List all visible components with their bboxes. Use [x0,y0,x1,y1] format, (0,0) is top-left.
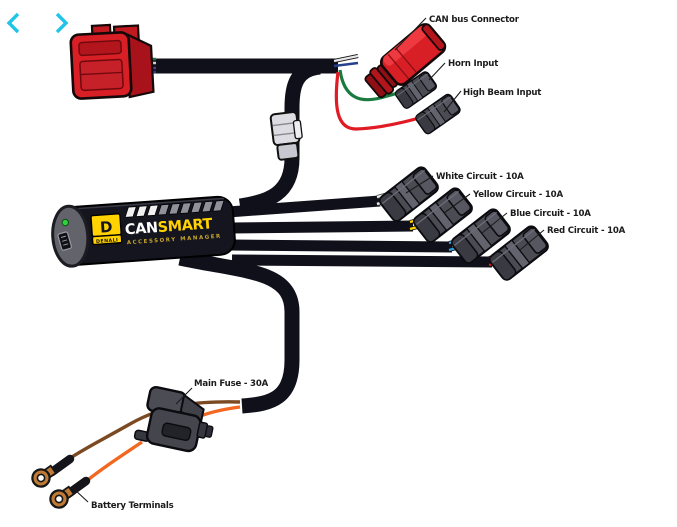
white-circuit-leader [405,175,434,194]
label-can-bus: CAN bus Connector [429,15,520,25]
diagram-labels: CAN bus Connector Horn Input High Beam I… [91,15,626,511]
label-battery: Battery Terminals [91,501,174,511]
blue-circuit-leader [481,212,508,234]
main-fuse-leader [175,387,193,405]
power-wire-upper [197,405,241,419]
cansmart-wordmark: CANSMART [124,216,213,238]
high-beam-wire [334,71,427,131]
heat-shrink-1 [47,454,75,477]
wordmark-can: CAN [124,220,158,238]
can-bus-leader [394,17,427,51]
power-wire-lower [82,440,143,485]
diagnostic-port-connector [69,23,155,100]
denali-logo: D DENALI [90,213,123,246]
inline-connector [269,111,303,161]
controller-port [57,231,72,251]
label-red-circuit: Red Circuit - 10A [547,226,626,236]
white-circuit-cable [227,195,381,218]
chevron-right-icon [55,12,69,34]
horn-leader [428,62,446,81]
status-led [61,218,69,227]
carousel-prev-button[interactable] [1,9,29,37]
can-bus-connector [364,23,447,99]
yellow-circuit-leader [443,193,471,214]
red-circuit-cable [231,254,493,268]
label-high-beam: High Beam Input [463,88,541,98]
power-cable [178,250,300,414]
controller-end-cap [51,204,90,268]
leader-lines [73,17,545,503]
indicator-segments [124,199,225,218]
high-beam-leader [443,90,462,113]
carousel-next-button[interactable] [46,9,74,37]
wordmark-smart: SMART [157,216,213,236]
main-fuse-holder [133,385,214,453]
label-blue-circuit: Blue Circuit - 10A [510,209,591,219]
blue-circuit-cable [229,239,453,253]
chevron-left-icon [6,12,20,34]
denali-logo-letter: D [99,218,113,237]
label-main-fuse: Main Fuse - 30A [194,379,269,389]
circuit-cables [227,195,493,268]
chevron-left-glyph [6,12,20,34]
label-white-circuit: White Circuit - 10A [436,172,524,182]
can-bundle-wires [333,54,359,68]
battery-leader [73,488,89,503]
chevron-right-glyph [55,12,69,34]
red-circuit-leader [519,229,545,251]
label-horn: Horn Input [448,59,498,69]
yellow-circuit-cable [229,220,414,234]
cansmart-controller: D DENALI CANSMART ACCESSORY MANAGER [51,195,236,268]
ground-wire [64,400,241,463]
denali-brand-text: DENALI [96,237,119,245]
label-yellow-circuit: Yellow Circuit - 10A [472,190,563,200]
